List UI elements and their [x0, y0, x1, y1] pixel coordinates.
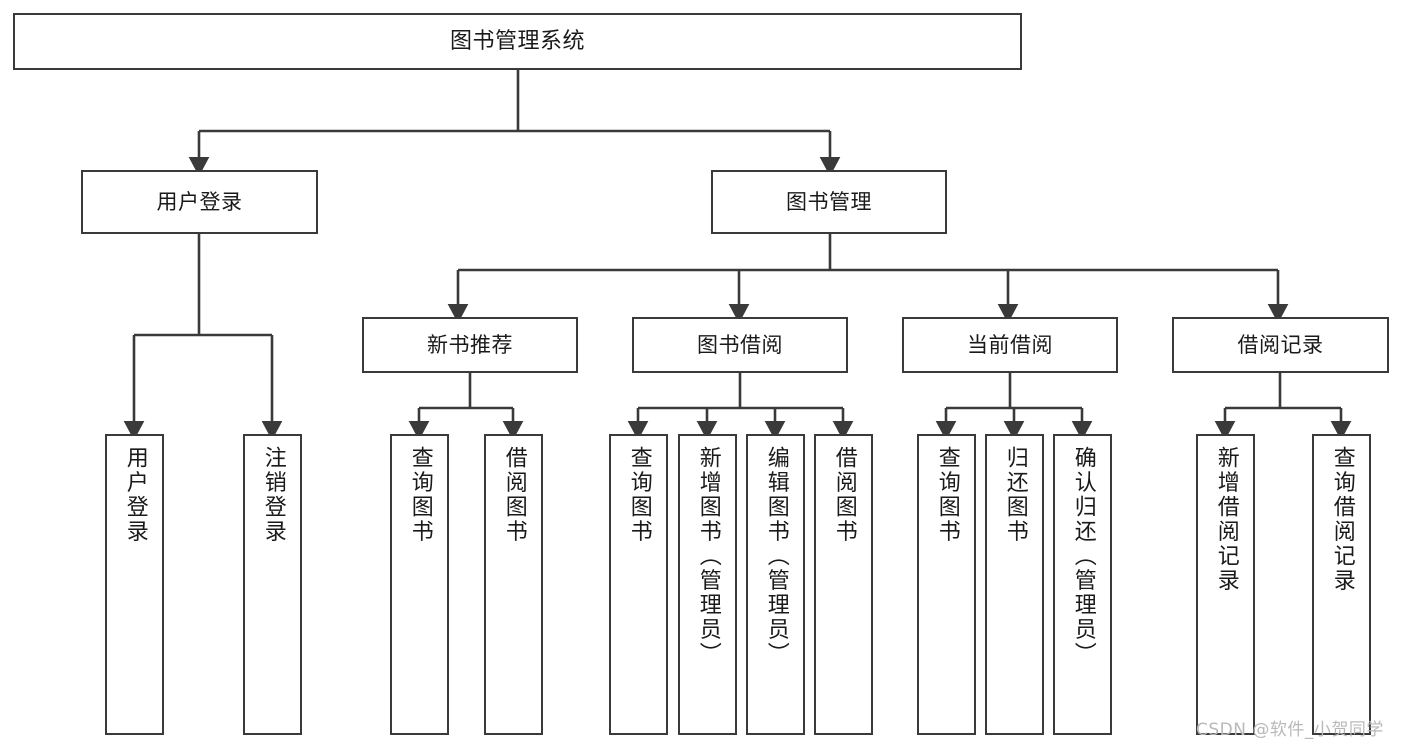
leaf-borrow-book-bb-label: 借阅图书: [831, 446, 857, 544]
node-new-book-recommend-label: 新书推荐: [427, 332, 513, 357]
leaf-query-book-nbr-label: 查询图书: [407, 446, 433, 544]
leaf-query-book-cb[interactable]: 查询图书: [917, 434, 976, 735]
leaf-query-book-cb-label: 查询图书: [934, 446, 960, 544]
node-new-book-recommend[interactable]: 新书推荐: [362, 317, 578, 373]
leaf-add-borrow-record-label: 新增借阅记录: [1213, 446, 1239, 593]
leaf-logout-label: 注销登录: [260, 446, 286, 544]
node-book-borrow[interactable]: 图书借阅: [632, 317, 848, 373]
node-root-system[interactable]: 图书管理系统: [13, 13, 1022, 70]
leaf-logout[interactable]: 注销登录: [243, 434, 302, 735]
leaf-query-borrow-record[interactable]: 查询借阅记录: [1312, 434, 1371, 735]
leaf-return-book[interactable]: 归还图书: [985, 434, 1044, 735]
leaf-query-book-bb[interactable]: 查询图书: [609, 434, 668, 735]
node-root-system-label: 图书管理系统: [449, 28, 585, 54]
leaf-add-borrow-record[interactable]: 新增借阅记录: [1196, 434, 1255, 735]
leaf-confirm-return-admin[interactable]: 确认归还（管理员）: [1053, 434, 1112, 735]
leaf-borrow-book-nbr[interactable]: 借阅图书: [484, 434, 543, 735]
leaf-query-book-nbr[interactable]: 查询图书: [390, 434, 449, 735]
leaf-add-book-admin-label: 新增图书（管理员）: [695, 446, 721, 667]
node-book-management[interactable]: 图书管理: [711, 170, 947, 234]
node-borrow-record-label: 借阅记录: [1237, 332, 1324, 357]
leaf-edit-book-admin-label: 编辑图书（管理员）: [763, 446, 789, 667]
leaf-query-borrow-record-label: 查询借阅记录: [1329, 446, 1355, 593]
leaf-confirm-return-admin-label: 确认归还（管理员）: [1070, 446, 1096, 667]
node-current-borrow[interactable]: 当前借阅: [902, 317, 1118, 373]
leaf-edit-book-admin[interactable]: 编辑图书（管理员）: [746, 434, 805, 735]
leaf-borrow-book-nbr-label: 借阅图书: [501, 446, 527, 544]
node-book-borrow-label: 图书借阅: [697, 332, 783, 357]
leaf-user-login-label: 用户登录: [122, 446, 148, 544]
node-user-login[interactable]: 用户登录: [81, 170, 318, 234]
leaf-return-book-label: 归还图书: [1002, 446, 1028, 544]
node-borrow-record[interactable]: 借阅记录: [1172, 317, 1389, 373]
csdn-watermark: CSDN @软件_小贺同学: [1196, 720, 1384, 740]
node-user-login-label: 用户登录: [156, 189, 243, 214]
leaf-query-book-bb-label: 查询图书: [626, 446, 652, 544]
node-current-borrow-label: 当前借阅: [967, 332, 1053, 357]
leaf-borrow-book-bb[interactable]: 借阅图书: [814, 434, 873, 735]
leaf-add-book-admin[interactable]: 新增图书（管理员）: [678, 434, 737, 735]
node-book-management-label: 图书管理: [786, 189, 872, 214]
leaf-user-login[interactable]: 用户登录: [105, 434, 164, 735]
